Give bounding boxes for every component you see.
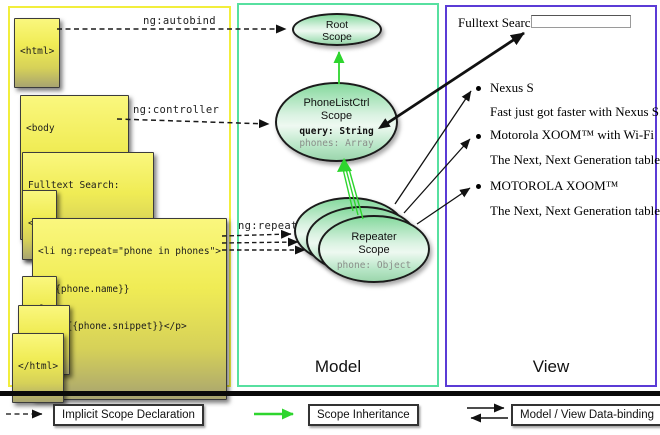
ng-controller-label: ng:controller — [133, 104, 220, 116]
scope-title: Root — [325, 19, 349, 31]
view-item-name: MOTOROLA XOOM™ — [490, 178, 619, 193]
view-item-desc: The Next, Next Generation tablet. — [490, 152, 660, 167]
fulltext-search-label: Fulltext Search: — [458, 15, 541, 30]
view-item-name: Nexus S — [490, 80, 534, 95]
scope-title: Repeater — [351, 231, 397, 243]
code-line: Fulltext Search: — [28, 180, 120, 192]
code-line: <p>{{phone.snippet}}</p> — [38, 321, 187, 333]
fulltext-search-input[interactable] — [531, 15, 631, 28]
code-box-html-open: <html> — [14, 18, 61, 88]
code-line: <body — [26, 123, 55, 135]
code-line: <html> — [20, 46, 55, 58]
legend-scope-inheritance-box: Scope Inheritance — [308, 404, 419, 426]
scope-title: Scope — [322, 31, 352, 43]
code-box-li-repeat: <li ng:repeat="phone in phones"> {{phone… — [32, 218, 228, 401]
code-line: </html> — [18, 361, 59, 373]
scope-property: query: String — [299, 126, 374, 137]
bullet-dot — [476, 184, 481, 189]
legend-separator-line — [0, 391, 660, 396]
legend-implicit-scope-box: Implicit Scope Declaration — [53, 404, 204, 426]
scope-title: PhoneListCtrl — [303, 97, 370, 109]
scope-property: phone: Object — [336, 260, 412, 271]
view-item-desc: Fast just got faster with Nexus S. — [490, 104, 660, 119]
phonelistctrl-scope-ellipse: PhoneListCtrl Scope query: String phones… — [275, 82, 398, 162]
view-column: View — [445, 5, 657, 387]
ng-repeat-label: ng:repeat — [238, 220, 298, 232]
legend-data-binding-box: Model / View Data-binding — [511, 404, 660, 426]
bullet-dot — [476, 86, 481, 91]
legend-double-arrow — [467, 403, 508, 423]
scope-title: Scope — [320, 110, 353, 122]
scope-title: Scope — [358, 244, 390, 256]
root-scope-ellipse: Root Scope — [292, 13, 382, 46]
code-line: <li ng:repeat="phone in phones"> — [38, 246, 222, 258]
model-column-label: Model — [314, 357, 362, 376]
repeater-scope-ellipse-front: Repeater Scope phone: Object — [318, 215, 430, 283]
scope-property: phones: Array — [299, 138, 374, 149]
view-item-desc: The Next, Next Generation tablet. — [490, 203, 660, 218]
view-item-name: Motorola XOOM™ with Wi-Fi — [490, 127, 655, 142]
bullet-dot — [476, 134, 481, 139]
ng-autobind-label: ng:autobind — [143, 15, 216, 27]
code-line: {{phone.name}} — [38, 283, 130, 295]
model-column: Model — [237, 3, 439, 387]
view-column-label: View — [532, 357, 570, 376]
